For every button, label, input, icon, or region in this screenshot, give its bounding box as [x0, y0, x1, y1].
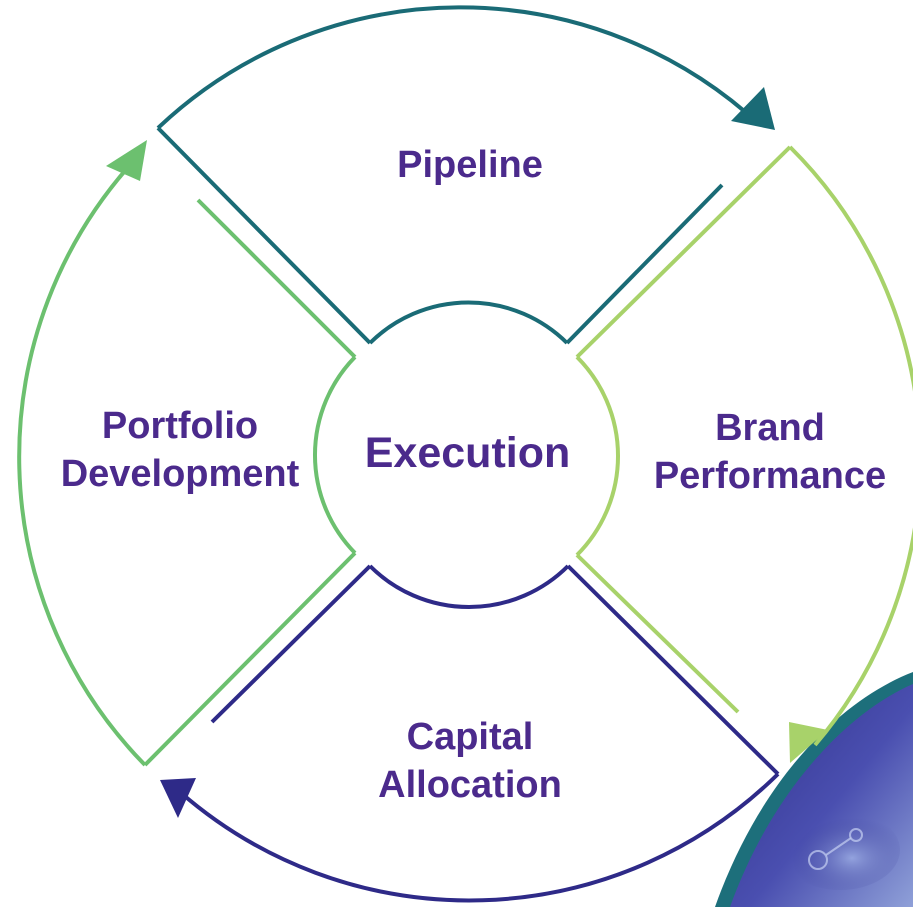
- center-label: Execution: [330, 428, 605, 480]
- label-portfolio-development-line-2: Development: [60, 452, 300, 495]
- label-portfolio-development-line-1: Portfolio: [101, 405, 259, 447]
- segment-pipeline: [156, 5, 775, 345]
- label-brand-performance-line-1: Brand: [715, 407, 825, 449]
- label-capital-allocation-line-1: Capital: [406, 716, 534, 758]
- center-label-text: Execution: [364, 429, 571, 477]
- label-brand-performance: Brand Performance: [630, 405, 910, 500]
- label-capital-allocation-line-2: Allocation: [378, 763, 562, 806]
- arrow-head-left: [106, 140, 147, 181]
- arrow-head-right: [789, 722, 828, 763]
- label-portfolio-development: Portfolio Development: [40, 403, 320, 498]
- label-pipeline: Pipeline: [330, 143, 610, 189]
- corner-decoration-graphic: [715, 672, 913, 907]
- segment-capital-allocation: [160, 564, 780, 903]
- arrow-head-top: [731, 87, 775, 130]
- label-brand-performance-line-2: Performance: [653, 454, 887, 497]
- segment-portfolio-development: [17, 140, 357, 767]
- arrow-head-bottom: [160, 778, 196, 818]
- segment-brand-performance: [575, 145, 913, 763]
- label-capital-allocation: Capital Allocation: [330, 714, 610, 809]
- label-pipeline-line-1: Pipeline: [397, 144, 543, 186]
